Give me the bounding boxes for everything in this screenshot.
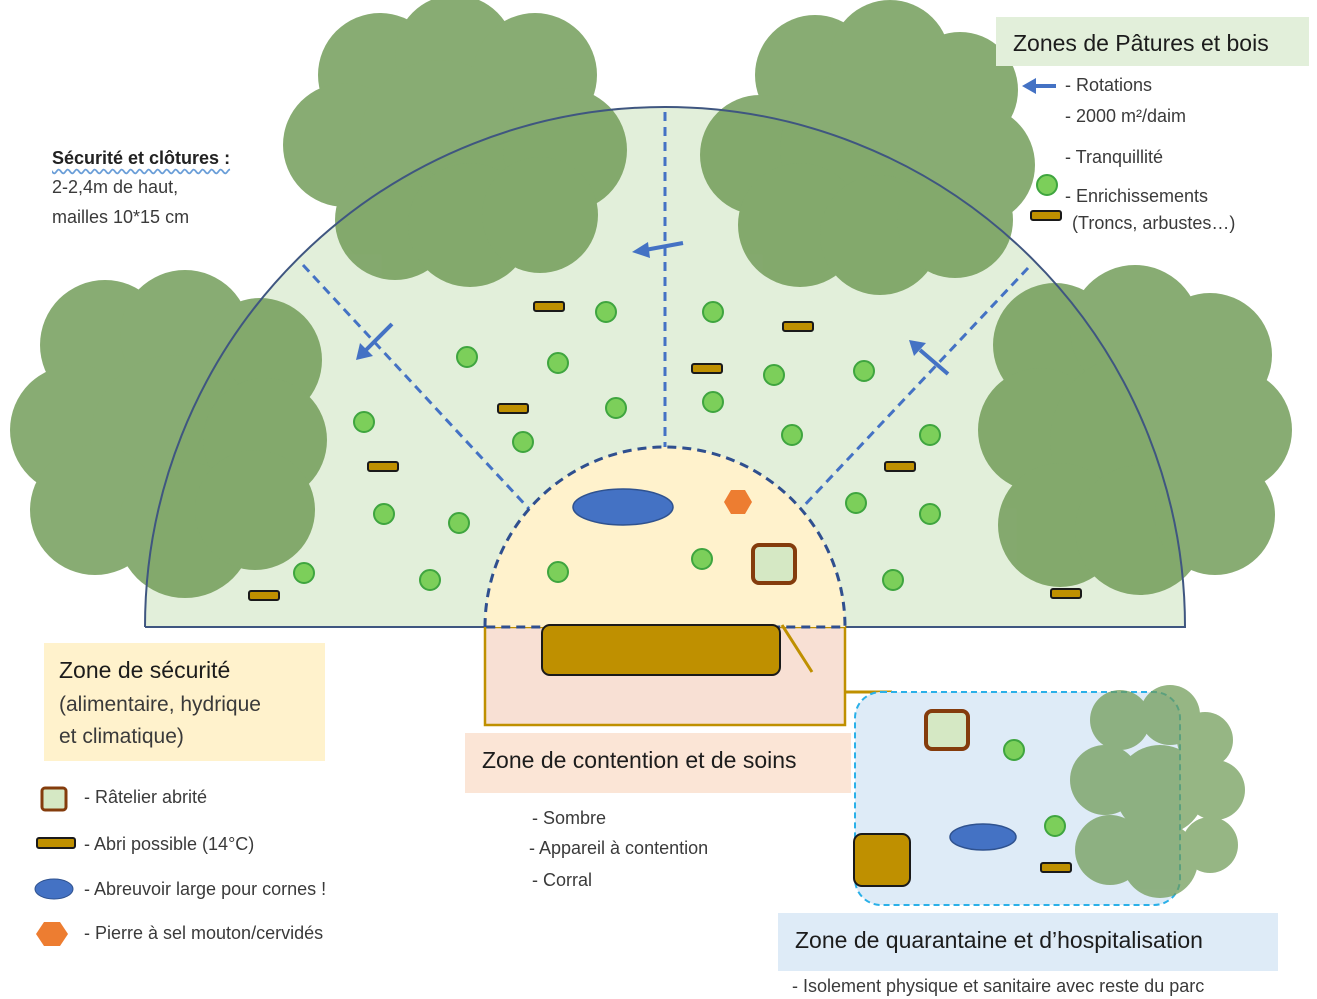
tree-top-left [283, 0, 627, 287]
quarantine-shelter [853, 833, 911, 887]
legend-shelter: - Abri possible (14°C) [84, 834, 255, 854]
legend-water-icon [34, 878, 74, 900]
legend-log-icon [1030, 210, 1062, 221]
tree-left [10, 270, 327, 598]
fence-height: 2-2,4m de haut, [52, 177, 179, 197]
shelter-logs [248, 301, 1082, 873]
tree-top-right [700, 0, 1035, 295]
fence-outline [144, 106, 1187, 628]
security-title-bg [44, 643, 325, 761]
security-title: Zone de sécurité [59, 657, 231, 683]
fence-mesh: mailles 10*15 cm [52, 207, 190, 227]
fence-title: Sécurité et clôtures : [52, 148, 231, 168]
pasture-surface: - 2000 m²/daim [1065, 106, 1187, 126]
contention-title-bg [465, 733, 851, 793]
quarantine-title-bg [778, 913, 1278, 971]
water-trough [572, 488, 674, 526]
security-line1: (alimentaire, hydrique [59, 693, 261, 716]
legend-enrichment-circle-icon [1036, 174, 1058, 196]
legend-hay-rack: - Râtelier abrité [84, 787, 208, 807]
enrichment-circles [293, 301, 1066, 837]
legend-salt: - Pierre à sel mouton/cervidés [84, 923, 324, 943]
pasture-rotations: - Rotations [1065, 75, 1153, 95]
contention-device [541, 624, 781, 676]
quarantine-item-isolation: - Isolement physique et sanitaire avec r… [792, 976, 1205, 996]
contention-title: Zone de contention et de soins [482, 747, 797, 773]
quarantine-hay-rack [924, 709, 970, 751]
rotation-arrows [356, 241, 950, 376]
corral-gate [780, 624, 814, 673]
tree-quarantine [1070, 685, 1245, 898]
security-zone-border [483, 445, 847, 629]
tree-right [978, 265, 1292, 595]
security-line2: et climatique) [59, 725, 184, 748]
pasture-title: Zones de Pâtures et bois [1013, 30, 1269, 56]
pasture-enrichment-detail: (Troncs, arbustes…) [1072, 213, 1236, 233]
quarantine-title: Zone de quarantaine et d’hospitalisation [795, 927, 1203, 953]
legend-shelter-icon [36, 837, 76, 849]
legend-hay-rack-icon [40, 786, 68, 812]
legend-water: - Abreuvoir large pour cornes ! [84, 879, 327, 899]
pasture-tranquility: - Tranquillité [1065, 147, 1164, 167]
paddock-dividers [301, 112, 1030, 512]
hay-rack [751, 543, 797, 585]
quarantine-water-trough [949, 823, 1017, 851]
contention-item-dark: - Sombre [532, 808, 607, 828]
contention-item-device: - Appareil à contention [529, 838, 709, 858]
salt-stone [724, 490, 752, 514]
pasture-title-bg [996, 17, 1309, 66]
pasture-enrichment: - Enrichissements [1065, 186, 1209, 206]
legend-rotation-arrow-icon [1022, 78, 1056, 94]
legend-salt-icon [36, 922, 68, 946]
contention-item-corral: - Corral [532, 870, 593, 890]
